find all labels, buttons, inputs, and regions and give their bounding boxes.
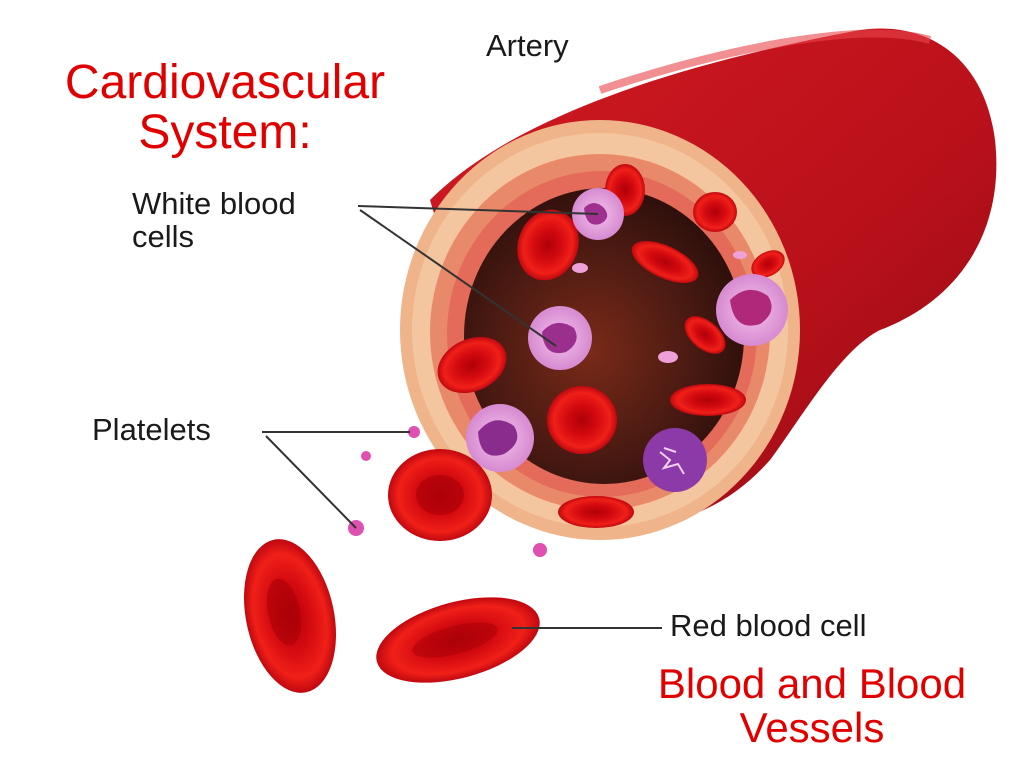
platelets-label: Platelets [92, 412, 211, 447]
white-blood-cells-label: White blood cells [132, 186, 296, 254]
red-blood-cell [693, 192, 737, 232]
red-blood-cell [558, 496, 634, 528]
platelet [658, 351, 678, 363]
slide-subtitle: Blood and Blood Vessels [630, 660, 994, 752]
leader-lines [262, 205, 662, 629]
red-blood-cell [547, 386, 617, 454]
platelet [533, 543, 547, 557]
red-blood-cell [517, 209, 579, 281]
red-blood-cell-label: Red blood cell [670, 608, 867, 643]
platelet [572, 263, 588, 273]
slide-subtitle-line1: Blood and Blood [657, 660, 967, 707]
white-blood-cell [643, 428, 707, 492]
red-blood-cell [684, 316, 726, 354]
red-blood-cell [437, 336, 507, 394]
slide-title-line2: System: [138, 106, 312, 160]
platelet [733, 251, 747, 259]
platelet [361, 451, 371, 461]
platelet [408, 426, 420, 438]
slide-title-line1: Cardiovascular [64, 56, 386, 109]
artery-label: Artery [486, 28, 569, 63]
slide-title: Cardiovascular System: [40, 56, 410, 160]
red-blood-cell [631, 240, 699, 284]
white-blood-cells-label-line1: White blood [132, 186, 296, 221]
red-blood-cell [751, 250, 785, 278]
white-blood-cells-label-line2: cells [132, 218, 195, 254]
slide-subtitle-line2: Vessels [739, 704, 885, 752]
red-blood-cell [670, 384, 746, 416]
